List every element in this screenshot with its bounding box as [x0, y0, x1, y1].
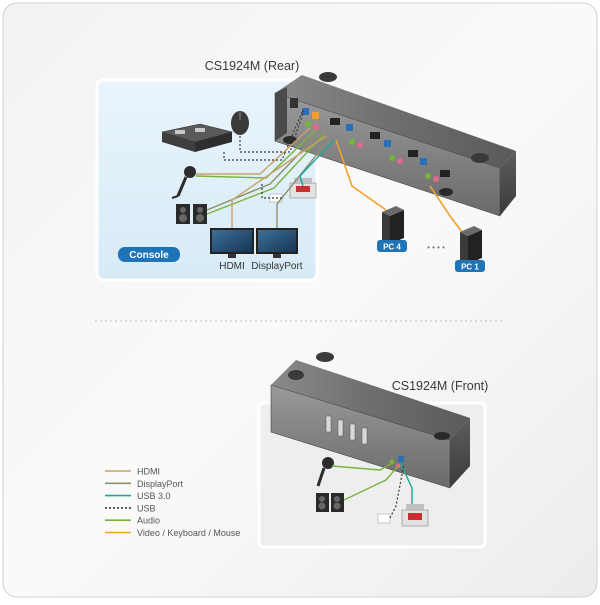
- legend-label: USB 3.0: [137, 491, 171, 501]
- microphone-icon: [316, 457, 334, 487]
- rear-title: CS1924M (Rear): [205, 59, 299, 73]
- pc-ellipsis: • • • •: [427, 243, 445, 252]
- foot-icon: [316, 352, 334, 362]
- legend-label: Video / Keyboard / Mouse: [137, 528, 240, 538]
- microphone-icon: [171, 166, 196, 199]
- legend-label: HDMI: [137, 467, 160, 477]
- speakers-icon: [316, 493, 344, 512]
- console-badge: Console: [118, 247, 180, 262]
- keyboard-icon: [161, 123, 234, 152]
- hdmi-monitor-icon: [210, 228, 254, 258]
- legend-item: Audio: [105, 516, 160, 526]
- legend-item: USB: [105, 503, 156, 513]
- foot-icon: [319, 72, 337, 82]
- foot-icon: [434, 432, 450, 440]
- legend-item: Video / Keyboard / Mouse: [105, 528, 240, 538]
- monitor-label-displayport: DisplayPort: [251, 261, 302, 272]
- legend-item: HDMI: [105, 467, 160, 477]
- legend-item: USB 3.0: [105, 491, 171, 501]
- pc-badge-4: PC 4: [377, 240, 407, 252]
- pc-badge-1: PC 1: [455, 260, 485, 272]
- console-label: Console: [129, 250, 169, 261]
- legend-label: DisplayPort: [137, 479, 184, 489]
- rear-cables: [195, 109, 463, 233]
- front-cables: [331, 461, 413, 519]
- monitor-label-hdmi: HDMI: [219, 261, 245, 272]
- rear-ports: [290, 98, 450, 182]
- printer-icon: [377, 504, 429, 527]
- legend-label: USB: [137, 503, 156, 513]
- speakers-icon: [176, 204, 207, 224]
- pc-label-1: PC 1: [461, 263, 479, 272]
- legend-label: Audio: [137, 516, 160, 526]
- foot-icon: [439, 188, 453, 196]
- displayport-monitor-icon: [256, 228, 298, 258]
- foot-icon: [288, 370, 304, 380]
- kvm-switch-front: [270, 352, 470, 489]
- port-select-buttons: [325, 415, 404, 469]
- pc-label-4: PC 4: [383, 243, 401, 252]
- pc-tower-icon: [460, 226, 482, 264]
- pc-tower-icon: [382, 206, 404, 244]
- front-title: CS1924M (Front): [392, 379, 489, 393]
- foot-icon: [471, 153, 489, 163]
- legend-item: DisplayPort: [105, 479, 184, 489]
- mouse-icon: [231, 111, 249, 135]
- kvm-switch-rear: [274, 72, 516, 217]
